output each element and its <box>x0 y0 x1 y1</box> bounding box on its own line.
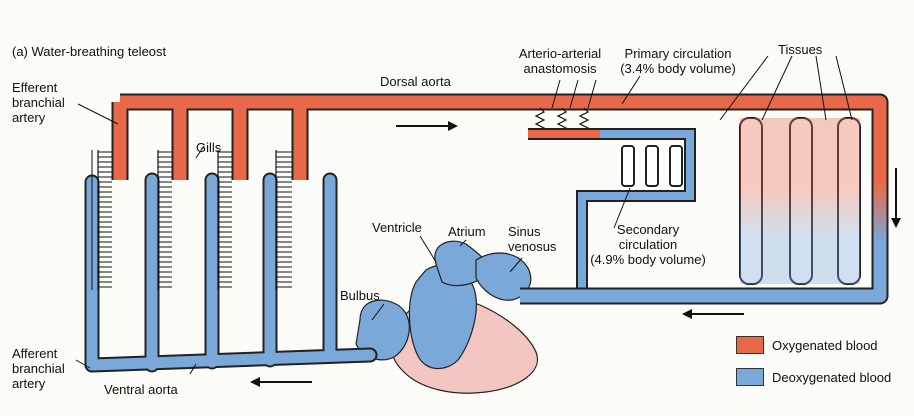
legend-swatch-oxygenated <box>736 336 764 354</box>
gill-lines <box>97 150 292 290</box>
heart <box>355 240 539 394</box>
label-sinus-venosus: Sinus venosus <box>508 224 557 254</box>
flow-arrow-icon <box>250 121 901 387</box>
legend-swatch-deoxygenated <box>736 368 764 386</box>
legend-label-deoxygenated: Deoxygenated blood <box>772 370 892 385</box>
label-afferent-branchial-artery: Afferent branchial artery <box>12 346 65 391</box>
label-primary-circulation: Primary circulation (3.4% body volume) <box>620 46 736 76</box>
label-tissues: Tissues <box>778 42 823 57</box>
legend-label-oxygenated: Oxygenated blood <box>772 338 878 353</box>
dorsal-aorta-fill <box>113 95 860 180</box>
label-anastomosis: Arterio-arterial anastomosis <box>518 46 602 76</box>
leader-lines <box>75 55 853 375</box>
primary-circulation-loop <box>520 93 889 305</box>
label-secondary-circulation: Secondary circulation (4.9% body volume) <box>590 222 706 267</box>
label-atrium: Atrium <box>448 224 486 239</box>
label-efferent-branchial-artery: Efferent branchial artery <box>12 80 65 125</box>
label-dorsal-aorta: Dorsal aorta <box>380 74 451 89</box>
label-bulbus: Bulbus <box>340 288 380 303</box>
label-ventricle: Ventricle <box>372 220 422 235</box>
secondary-circulation <box>576 128 696 288</box>
panel-title: (a) Water-breathing teleost <box>12 44 167 59</box>
label-gills: Gills <box>196 140 222 155</box>
label-ventral-aorta: Ventral aorta <box>104 382 178 397</box>
